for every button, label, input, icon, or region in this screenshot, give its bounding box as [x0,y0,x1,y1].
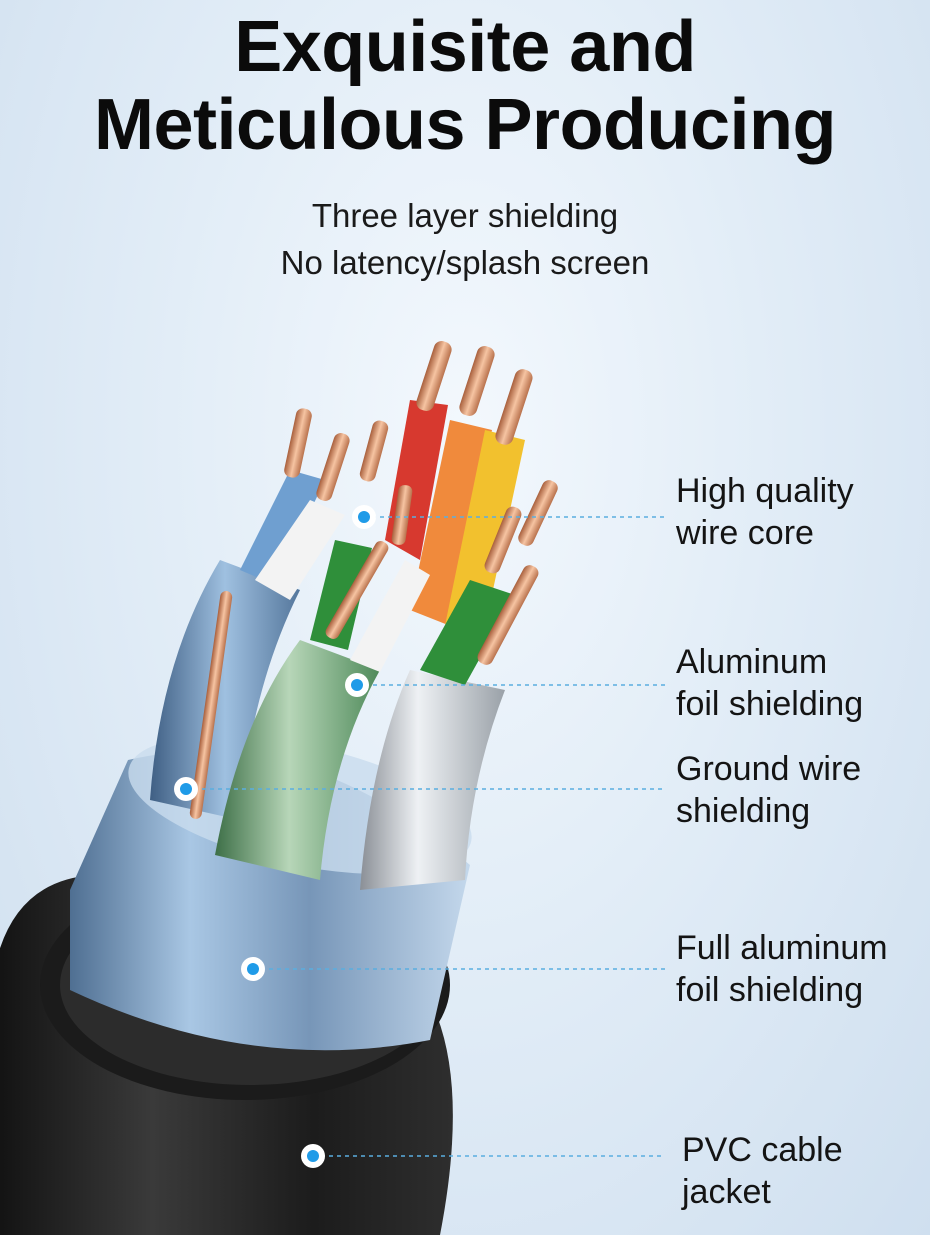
callout-line-1: Full aluminum [676,929,888,967]
callout-line-1: High quality [676,472,854,510]
wire-green-2 [420,580,515,685]
marker-icon-4 [241,957,265,981]
callout-ground-wire: Ground wire shielding [676,748,861,832]
wire-white-1 [255,500,345,600]
callout-wire-core: High quality wire core [676,470,854,554]
silver-foil-pair [360,670,505,890]
marker-icon-2 [345,673,369,697]
copper-cores [189,341,558,819]
headline-line-1: Exquisite and [234,7,696,87]
subtitle: Three layer shielding No latency/splash … [0,192,930,286]
marker-icon-5 [301,1144,325,1168]
leader-lines [186,516,665,1157]
green-foil-pair [215,640,380,880]
headline: Exquisite and Meticulous Producing [0,8,930,164]
blue-foil-pair [150,560,300,820]
wire-white-2 [350,560,430,672]
wire-orange [410,420,492,625]
callout-full-aluminum-foil: Full aluminum foil shielding [676,927,888,1011]
callout-markers [174,505,376,1168]
callout-line-2: foil shielding [676,685,864,723]
wire-green-1 [310,540,372,650]
subtitle-line-2: No latency/splash screen [280,244,650,281]
marker-icon-1 [352,505,376,529]
callout-line-1: Ground wire [676,750,862,788]
callout-line-2: shielding [676,792,811,830]
callout-line-1: Aluminum [676,643,828,681]
callout-line-2: foil shielding [676,971,864,1009]
headline-line-2: Meticulous Producing [93,85,837,165]
callout-line-1: PVC cable [682,1131,843,1169]
callout-pvc-jacket: PVC cable jacket [682,1129,843,1213]
marker-icon-3 [174,777,198,801]
subtitle-line-1: Three layer shielding [311,197,619,234]
callout-line-2: jacket [682,1173,771,1211]
callout-line-2: wire core [676,514,814,552]
callout-aluminum-foil: Aluminum foil shielding [676,641,863,725]
wire-blue [240,470,325,585]
